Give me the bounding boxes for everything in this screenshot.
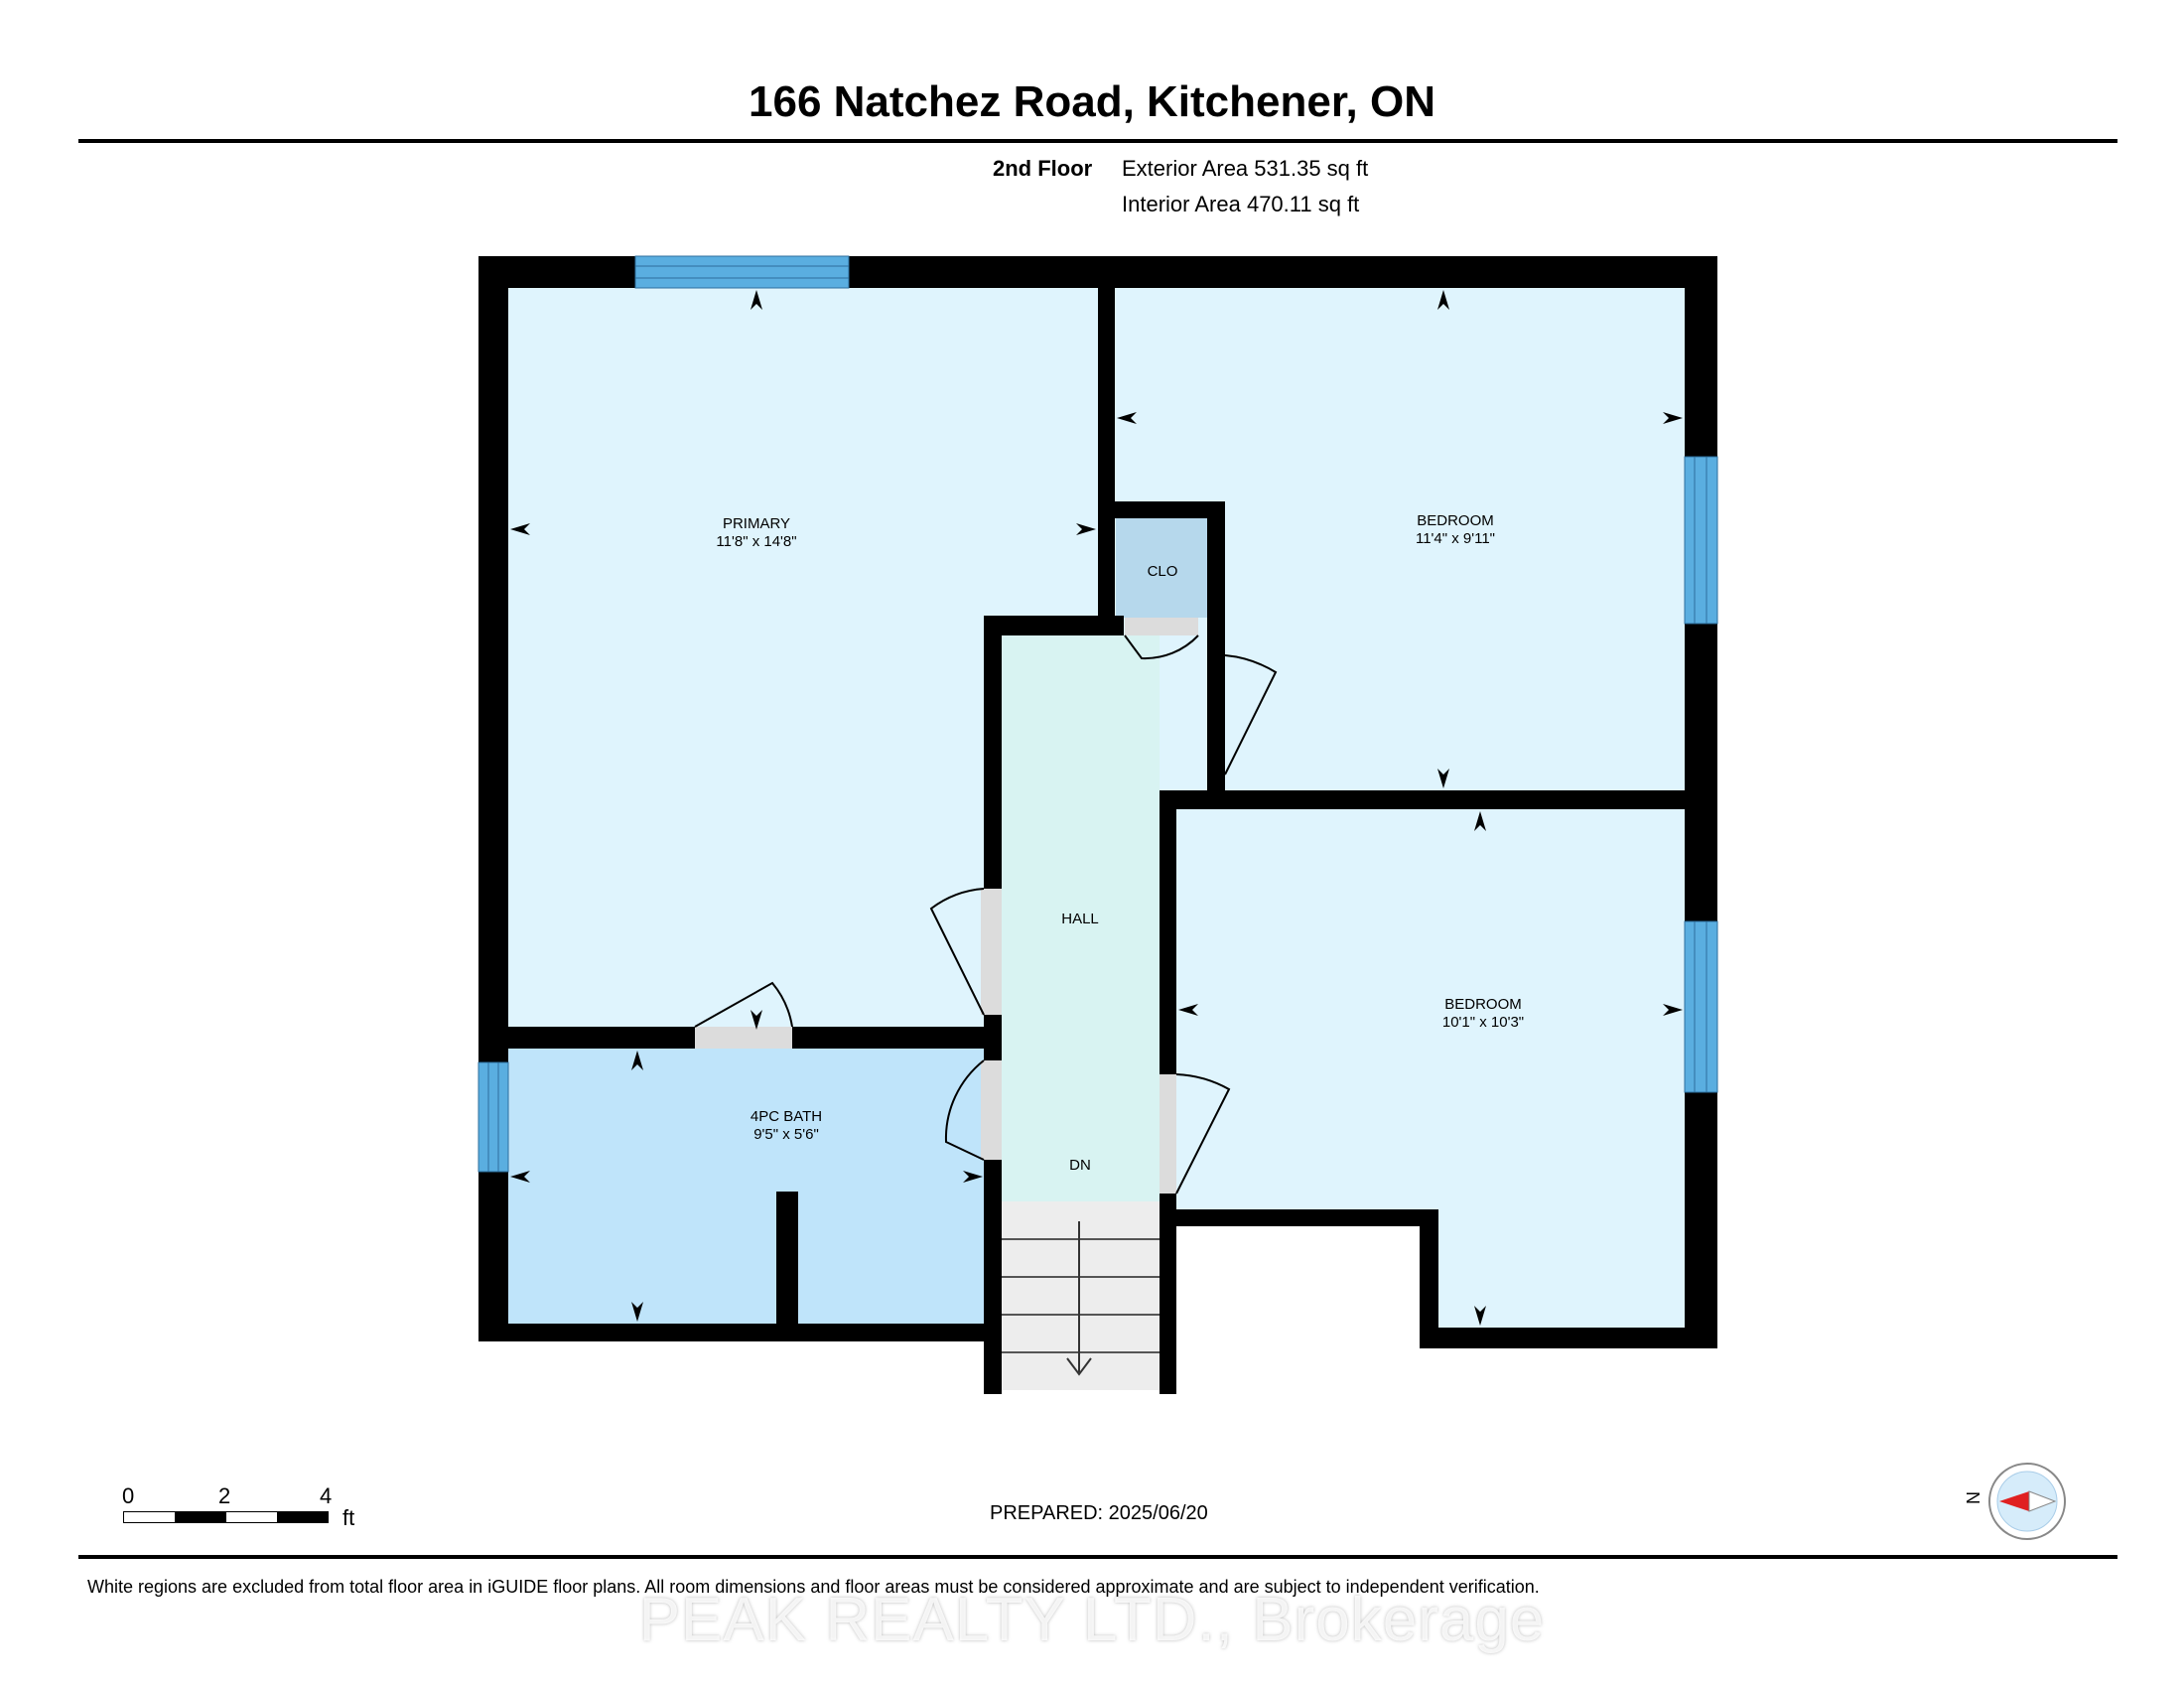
door-bath-hall [981,1060,1002,1160]
primary-label: PRIMARY [723,515,790,532]
scale-unit: ft [342,1505,355,1530]
interior-area: Interior Area 470.11 sq ft [1122,192,1360,216]
room-closet [1116,518,1207,618]
footer-divider [78,1555,2117,1559]
room-hall [1002,635,1160,1201]
compass-north-label: N [1964,1491,1983,1504]
door-primary-bath [695,1027,792,1049]
scale-tick-2: 2 [218,1483,231,1508]
hall-label: HALL [1061,911,1099,927]
bath-label: 4PC BATH [751,1108,822,1125]
bedroom-2-label: BEDROOM [1444,996,1522,1013]
scale-tick-4: 4 [320,1483,333,1508]
compass-icon [1988,1463,2066,1540]
header-divider [78,139,2117,143]
floor-plan: PRIMARY 11'8" x 14'8" BEDROOM 11'4" x 9'… [478,255,1718,1394]
exterior-area: Exterior Area 531.35 sq ft [1122,156,1369,181]
door-swings [694,634,1278,1195]
scale-tick-0: 0 [122,1483,135,1508]
room-bedroom-2 [1176,809,1685,1328]
closet-label: CLO [1148,563,1178,580]
floor-label: 2nd Floor [993,156,1093,181]
door-closet [1125,618,1198,635]
prepared-date: PREPARED: 2025/06/20 [990,1502,1208,1524]
dimension-arrows [510,290,1683,1326]
bedroom-2-dims: 10'1" x 10'3" [1442,1014,1524,1031]
bedroom-1-label: BEDROOM [1417,512,1494,529]
primary-dims: 11'8" x 14'8" [716,533,796,550]
windows [478,255,1718,1173]
disclaimer: White regions are excluded from total fl… [87,1577,1540,1597]
bedroom-1-dims: 11'4" x 9'11" [1416,530,1495,547]
room-bath [508,1049,985,1324]
door-bedroom2-hall [1160,1074,1176,1194]
door-primary-hall [981,889,1002,1015]
watermark: PEAK REALTY LTD., Brokerage [638,1586,1546,1654]
page-title: 166 Natchez Road, Kitchener, ON [749,77,1435,126]
staircase [1002,1201,1160,1390]
scale-bar [123,1511,329,1523]
stairs-label: DN [1069,1157,1091,1174]
bath-dims: 9'5" x 5'6" [753,1126,819,1143]
